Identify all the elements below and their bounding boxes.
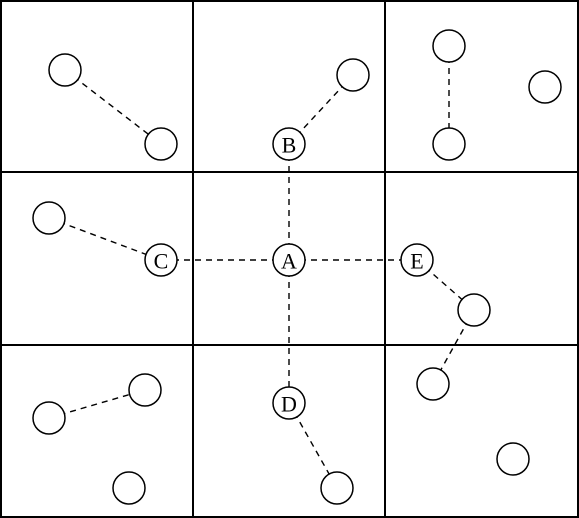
node-e-label: E [410,249,423,274]
node-a-label: A [281,249,297,274]
node-d-circle [272,386,306,420]
labeled-nodes: B C A E D [144,127,434,420]
node-circle [496,442,530,476]
node-circle [48,53,82,87]
nodes [32,29,562,505]
node-circle [457,293,491,327]
node-circle [432,127,466,161]
node-d-label: D [281,392,297,417]
node-d: D [272,386,306,420]
edge-top-left [64,69,162,145]
node-circle [32,401,66,435]
node-circle [336,58,370,92]
node-circle [432,29,466,63]
node-circle [320,471,354,505]
node-c-label: C [154,249,169,274]
node-circle [144,127,178,161]
node-circle [528,70,562,104]
node-circle [112,471,146,505]
node-c-circle [144,243,178,277]
node-b: B [272,127,306,161]
node-b-circle [272,127,306,161]
node-a-circle [272,243,306,277]
node-c: C [144,243,178,277]
node-b-label: B [282,133,297,158]
node-a: A [272,243,306,277]
node-e-circle [400,243,434,277]
node-circle [416,367,450,401]
edge-c-left [48,217,162,261]
node-e: E [400,243,434,277]
node-circle [128,373,162,407]
node-circle [32,201,66,235]
